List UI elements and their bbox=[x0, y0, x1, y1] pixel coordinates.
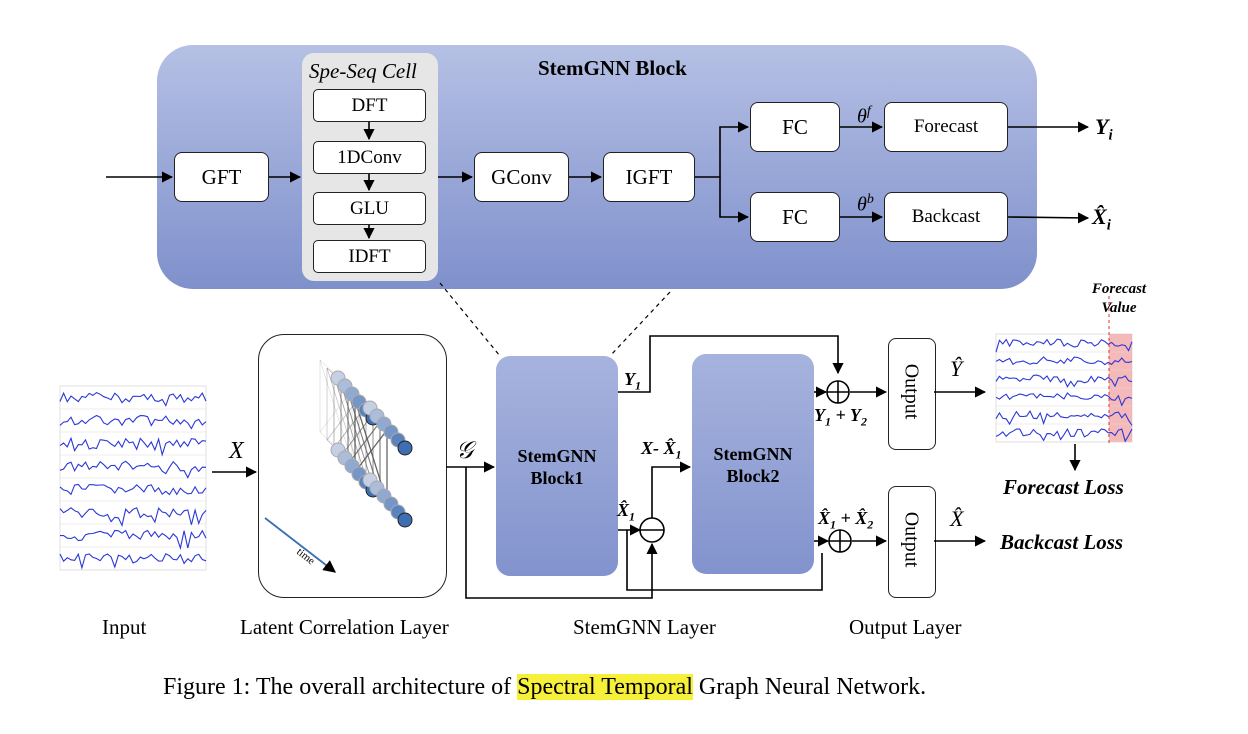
fc-bottom-box: FC bbox=[750, 192, 840, 242]
caption-input: Input bbox=[102, 615, 147, 639]
dft-box: DFT bbox=[313, 89, 426, 122]
series-line bbox=[995, 427, 1133, 443]
series-line bbox=[59, 552, 207, 570]
figure-caption: Figure 1: The overall architecture of Sp… bbox=[163, 674, 927, 700]
idft-box: IDFT bbox=[313, 240, 426, 273]
igft-box: IGFT bbox=[603, 152, 695, 202]
x-hat-label: X̂ bbox=[950, 506, 964, 531]
y1-label: Y1 bbox=[624, 369, 641, 393]
caption-latent: Latent Correlation Layer bbox=[240, 615, 449, 639]
conv1d-box: 1DConv bbox=[313, 141, 426, 174]
graph-edge bbox=[319, 359, 353, 463]
caption-output-layer: Output Layer bbox=[849, 615, 962, 639]
caption-stemgnn-layer: StemGNN Layer bbox=[573, 615, 716, 639]
stemgnn-block2 bbox=[692, 354, 814, 574]
x1-hat-label: X̂1 bbox=[617, 500, 636, 524]
graph-edge bbox=[326, 367, 360, 471]
series-line bbox=[59, 483, 207, 496]
x-input-label: X bbox=[229, 438, 244, 464]
stemgnn-block1 bbox=[496, 356, 618, 576]
x-i-output-label: X̂i bbox=[1092, 204, 1111, 234]
series-line bbox=[60, 529, 207, 551]
series-line bbox=[995, 338, 1133, 353]
graph-node bbox=[397, 512, 413, 528]
series-line bbox=[59, 414, 207, 430]
glu-box: GLU bbox=[313, 192, 426, 225]
speseq-cell-title: Spe-Seq Cell bbox=[309, 59, 417, 83]
series-line bbox=[59, 460, 207, 479]
gft-box: GFT bbox=[174, 152, 269, 202]
forecast-series-chart bbox=[995, 296, 1133, 444]
graph-node bbox=[397, 440, 413, 456]
theta-b-label: θb bbox=[857, 192, 874, 216]
fc-top-box: FC bbox=[750, 102, 840, 152]
x-minus-x1-label: X- X̂1 bbox=[641, 438, 682, 462]
latent-graph bbox=[319, 359, 413, 528]
theta-f-label: θf bbox=[857, 104, 871, 128]
series-line bbox=[995, 392, 1133, 407]
y-i-output-label: Yi bbox=[1095, 114, 1113, 144]
backcast-loss-label: Backcast Loss bbox=[1000, 530, 1124, 554]
series-line bbox=[995, 374, 1133, 388]
time-label: time bbox=[294, 546, 317, 568]
y-sum-label: Y1 + Y2 bbox=[814, 405, 867, 429]
graph-edge bbox=[347, 421, 381, 465]
gconv-box: GConv bbox=[474, 152, 569, 202]
series-line bbox=[59, 436, 207, 457]
caption-highlight: Spectral Temporal bbox=[517, 674, 693, 700]
forecast-loss-label: Forecast Loss bbox=[1003, 475, 1124, 499]
output-box-top bbox=[888, 338, 936, 450]
forecast-box: Forecast bbox=[884, 102, 1008, 152]
y-hat-label: Ŷ bbox=[950, 356, 963, 381]
graph-g-label: 𝒢 bbox=[456, 438, 474, 464]
input-series-chart bbox=[59, 385, 207, 571]
output-box-bottom bbox=[888, 486, 936, 598]
stemgnn-block-title: StemGNN Block bbox=[538, 56, 687, 80]
x-sum-label: X̂1 + X̂2 bbox=[818, 508, 874, 532]
backcast-box: Backcast bbox=[884, 192, 1008, 242]
series-line bbox=[59, 391, 207, 407]
series-line bbox=[59, 507, 207, 528]
graph-edge bbox=[354, 429, 388, 473]
